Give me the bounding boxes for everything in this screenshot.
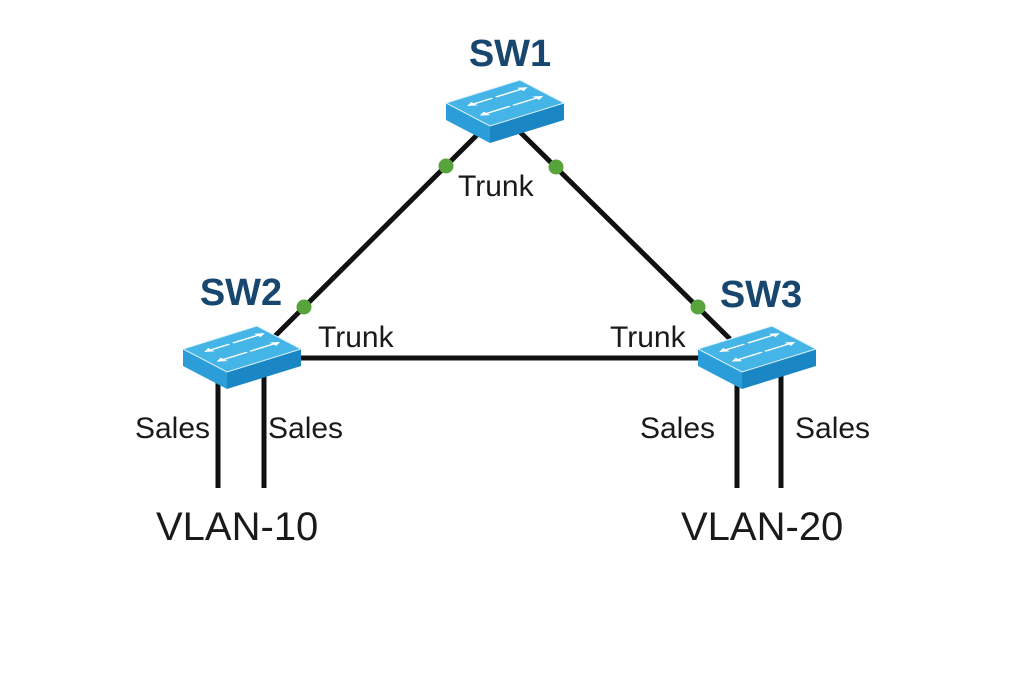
trunk-port-dot-sw3 <box>690 299 706 315</box>
vlan-label-left: VLAN-10 <box>156 505 319 549</box>
switch-icon-sw2 <box>177 322 307 392</box>
access-label-sw2-right: Sales <box>268 412 344 445</box>
switch-label-sw3: SW3 <box>719 274 803 316</box>
switch-icon-sw3 <box>692 322 822 392</box>
vlan-label-right: VLAN-20 <box>681 505 844 549</box>
access-label-sw3-left: Sales <box>639 412 715 445</box>
access-label-sw2-left: Sales <box>134 412 210 445</box>
trunk-label-sw2: Trunk <box>318 321 394 354</box>
switch-icon-sw1 <box>440 76 570 146</box>
trunk-port-dot-sw2 <box>296 299 312 315</box>
switch-label-sw2: SW2 <box>199 272 283 314</box>
trunk-label-sw3: Trunk <box>610 321 686 354</box>
trunk-label-sw1: Trunk <box>458 170 534 203</box>
switch-label-sw1: SW1 <box>468 33 552 75</box>
trunk-port-dot-sw1-left <box>438 158 454 174</box>
access-label-sw3-right: Sales <box>795 412 871 445</box>
trunk-port-dot-sw1-right <box>548 159 564 175</box>
